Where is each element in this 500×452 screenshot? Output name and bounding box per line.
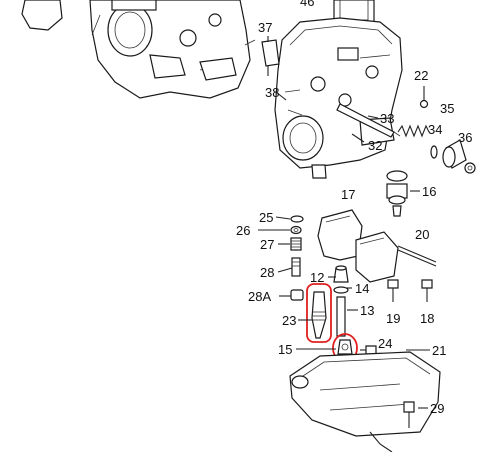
label-14: 14 <box>355 281 369 296</box>
part-20-pin <box>397 245 437 267</box>
label-46: 46 <box>300 0 314 9</box>
part-28-screw <box>291 257 301 277</box>
label-16: 16 <box>422 184 436 199</box>
label-18: 18 <box>420 311 434 326</box>
label-22: 22 <box>414 68 428 83</box>
label-38: 38 <box>265 85 279 100</box>
part-22-screw <box>419 86 429 109</box>
label-25: 25 <box>259 210 273 225</box>
label-21: 21 <box>432 343 446 358</box>
label-23: 23 <box>282 313 296 328</box>
part-25-washer <box>290 215 304 223</box>
label-17: 17 <box>341 187 355 202</box>
part-28A-washer <box>290 289 304 301</box>
highlight-23 <box>306 283 332 343</box>
label-13: 13 <box>360 303 374 318</box>
part-21-float-bowl <box>289 351 441 452</box>
part-13-jet-holder <box>336 296 346 337</box>
part-17-float <box>317 209 399 283</box>
label-28A: 28A <box>248 289 271 304</box>
label-29: 29 <box>430 401 444 416</box>
part-36-nut <box>464 162 476 174</box>
label-33: 33 <box>380 111 394 126</box>
label-19: 19 <box>386 311 400 326</box>
label-26: 26 <box>236 223 250 238</box>
part-19-screw <box>387 279 399 302</box>
part-labels: 46 37 38 22 35 34 36 33 32 17 16 25 26 2… <box>236 0 472 416</box>
part-26-oring <box>290 225 302 235</box>
label-15: 15 <box>278 342 292 357</box>
part-34-oring <box>430 145 438 159</box>
label-28: 28 <box>260 265 274 280</box>
part-23-needle-jet <box>306 283 332 343</box>
part-33-screw <box>336 103 401 138</box>
leader-lines <box>258 91 430 409</box>
label-34: 34 <box>428 122 442 137</box>
label-35: 35 <box>440 101 454 116</box>
part-12-seat <box>333 265 349 283</box>
label-32: 32 <box>368 138 382 153</box>
label-24: 24 <box>378 336 392 351</box>
part-27-spring <box>290 237 302 251</box>
part-14-oring <box>333 286 349 294</box>
part-35-cap <box>442 139 467 169</box>
part-29-screw <box>403 401 415 428</box>
label-36: 36 <box>458 130 472 145</box>
label-27: 27 <box>260 237 274 252</box>
part-16-assembly <box>386 170 408 217</box>
part-18-screw <box>421 279 433 302</box>
right-carburetor-body <box>274 0 403 179</box>
label-37: 37 <box>258 20 272 35</box>
label-20: 20 <box>415 227 429 242</box>
label-12: 12 <box>310 270 324 285</box>
part-37-jet <box>261 36 280 76</box>
part-32-spring <box>397 124 430 138</box>
left-carburetor-body <box>21 0 256 99</box>
